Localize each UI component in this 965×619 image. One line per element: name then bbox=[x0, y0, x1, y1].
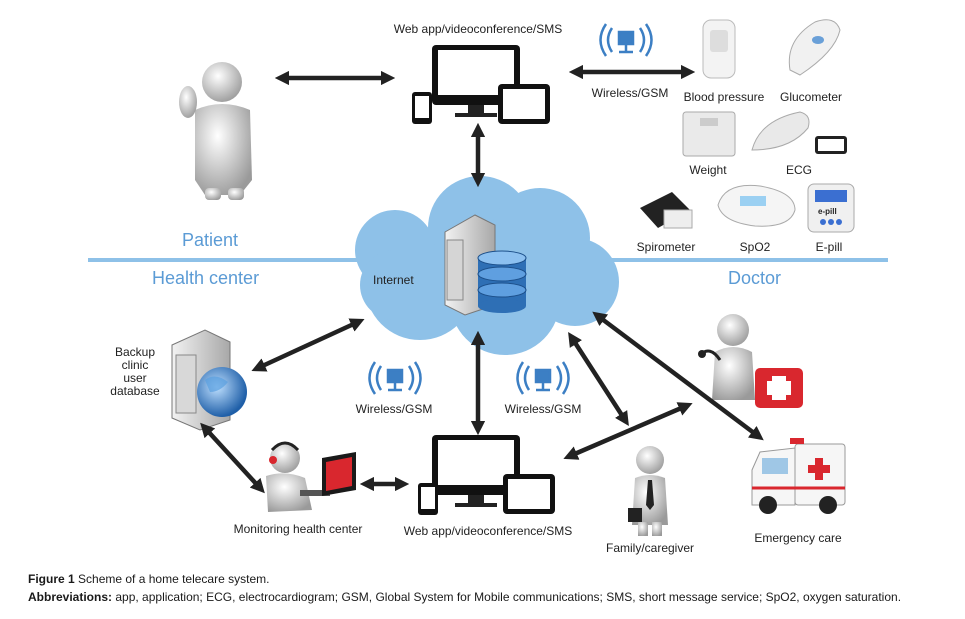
ecg-device-icon bbox=[751, 111, 847, 154]
label-web-app-top: Web app/videoconference/SMS bbox=[393, 22, 563, 36]
zone-label-health-center: Health center bbox=[152, 268, 260, 288]
label-weight: Weight bbox=[689, 163, 727, 177]
arrow-cloud-emergency bbox=[592, 311, 764, 441]
label-web-app-bottom: Web app/videoconference/SMS bbox=[403, 524, 573, 538]
glucometer-device-icon bbox=[788, 19, 841, 76]
arrow-webapp-doctor bbox=[563, 402, 693, 460]
wireless-left-icon bbox=[368, 361, 422, 395]
spo2-device-icon bbox=[717, 184, 796, 227]
label-glucometer: Glucometer bbox=[779, 90, 843, 104]
zone-label-patient: Patient bbox=[182, 230, 239, 250]
patient-figure-icon bbox=[179, 62, 252, 200]
label-epill: E-pill bbox=[815, 240, 843, 254]
label-wireless-left: Wireless/GSM bbox=[355, 402, 433, 416]
label-ecg: ECG bbox=[785, 163, 813, 177]
epill-device-icon: e-pill bbox=[807, 183, 855, 233]
label-family: Family/caregiver bbox=[605, 541, 695, 555]
blood-pressure-device-icon bbox=[702, 19, 736, 79]
figure-label: Figure 1 bbox=[28, 572, 75, 586]
label-monitoring: Monitoring health center bbox=[233, 522, 363, 536]
figure-caption: Figure 1 Scheme of a home telecare syste… bbox=[28, 570, 948, 606]
figure-title: Scheme of a home telecare system. bbox=[78, 572, 270, 586]
connection-arrows bbox=[200, 64, 764, 494]
wireless-right-icon bbox=[516, 361, 570, 395]
telecare-diagram: e-pill bbox=[88, 19, 888, 555]
label-spo2: SpO2 bbox=[739, 240, 771, 254]
diagram-canvas: e-pill bbox=[88, 19, 888, 536]
abbreviations-line: Abbreviations: app, application; ECG, el… bbox=[28, 588, 948, 606]
arrow-cloud-backup bbox=[251, 318, 365, 372]
family-caregiver-figure-icon bbox=[628, 446, 668, 536]
label-wireless-right: Wireless/GSM bbox=[504, 402, 582, 416]
backup-server-icon bbox=[171, 329, 247, 431]
doctor-figure-icon bbox=[698, 314, 803, 408]
weight-scale-icon bbox=[682, 111, 736, 157]
abbreviations-text: app, application; ECG, electrocardiogram… bbox=[115, 590, 902, 604]
computer-devices-bottom-icon bbox=[418, 435, 555, 515]
monitoring-operator-icon bbox=[266, 441, 356, 512]
label-blood-pressure: Blood pressure bbox=[683, 90, 765, 104]
label-internet: Internet bbox=[373, 273, 414, 287]
wireless-top-icon bbox=[599, 23, 653, 57]
label-backup-database: Backup clinic user database bbox=[110, 345, 160, 398]
label-wireless-top: Wireless/GSM bbox=[591, 86, 669, 100]
label-spirometer: Spirometer bbox=[636, 240, 696, 254]
ambulance-icon bbox=[751, 438, 846, 514]
zone-label-doctor: Doctor bbox=[728, 268, 782, 288]
arrow-backup-monitoring bbox=[200, 422, 265, 494]
spirometer-device-icon bbox=[640, 192, 693, 229]
computer-devices-top-icon bbox=[412, 45, 550, 124]
epill-brand-text: e-pill bbox=[818, 207, 837, 216]
figure-title-line: Figure 1 Scheme of a home telecare syste… bbox=[28, 570, 948, 588]
database-icon bbox=[477, 250, 527, 313]
abbreviations-label: Abbreviations: bbox=[28, 590, 113, 604]
label-emergency: Emergency care bbox=[754, 531, 842, 545]
